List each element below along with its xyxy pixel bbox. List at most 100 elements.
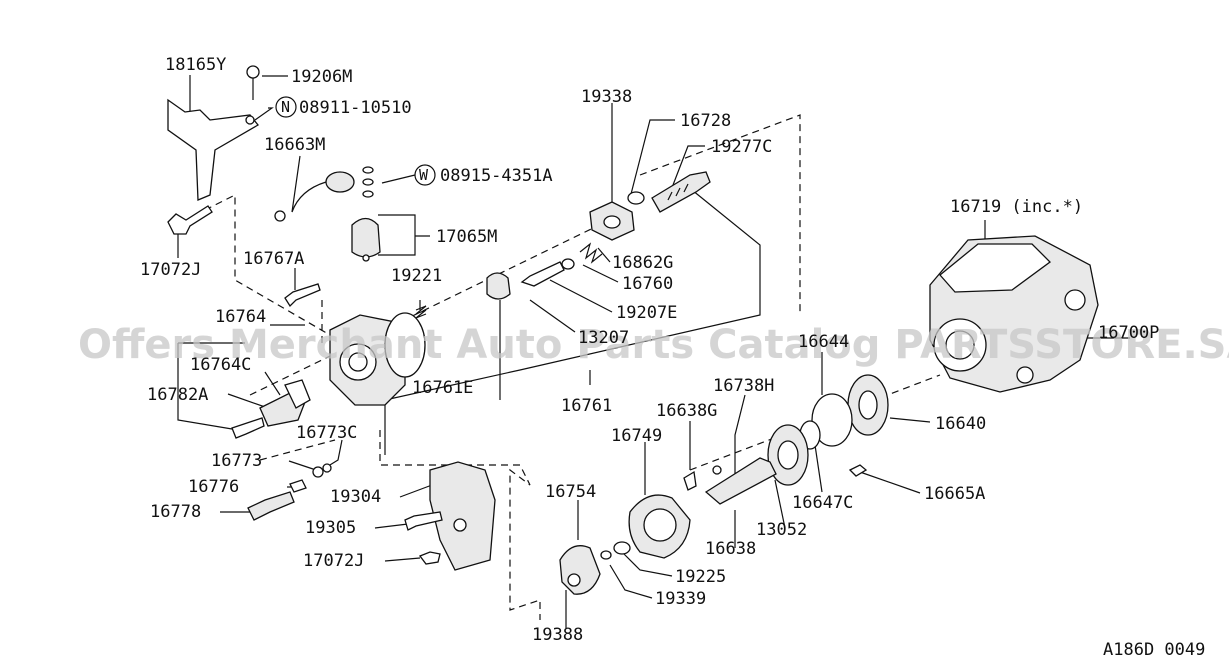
clip-16638G	[683, 470, 697, 491]
label-08915-prefix: W	[419, 166, 429, 184]
label-16728[interactable]: 16728	[680, 111, 731, 131]
label-19304[interactable]: 19304	[330, 487, 381, 507]
bolt-16767A	[284, 283, 321, 308]
label-08911-10510[interactable]: 08911-10510	[299, 98, 412, 118]
label-16764C[interactable]: 16764C	[190, 355, 251, 375]
sensor-16663M	[325, 171, 355, 193]
label-16754[interactable]: 16754	[545, 482, 596, 502]
washer-08915a	[362, 178, 374, 186]
injector-16778	[247, 491, 295, 521]
label-16862G[interactable]: 16862G	[612, 253, 673, 273]
pump-port	[1016, 366, 1034, 384]
label-19221[interactable]: 19221	[391, 266, 442, 286]
solenoid-tip	[362, 254, 370, 262]
axis-line-left	[249, 214, 621, 396]
plate-16644	[811, 393, 853, 447]
washer-08911	[362, 166, 374, 174]
sensor-connector	[274, 210, 286, 222]
housing-outline-right	[259, 114, 801, 461]
part-labels: 18165Y 19206M N 08911-10510 16663M W 089…	[140, 55, 1205, 660]
label-18165Y[interactable]: 18165Y	[165, 55, 226, 75]
pump-side-port	[1064, 289, 1086, 311]
plate-16754	[559, 545, 601, 595]
label-13052[interactable]: 13052	[756, 520, 807, 540]
label-16640[interactable]: 16640	[935, 414, 986, 434]
label-19339[interactable]: 19339	[655, 589, 706, 609]
watermark-text: Offers Merchant Auto Parts Catalog PARTS…	[78, 322, 1229, 368]
label-16644[interactable]: 16644	[798, 332, 849, 352]
label-16778[interactable]: 16778	[150, 502, 201, 522]
pump-front-bore-inner	[945, 330, 975, 360]
label-16767A[interactable]: 16767A	[243, 249, 304, 269]
label-16761E[interactable]: 16761E	[412, 378, 473, 398]
bushing-13207	[486, 272, 511, 300]
bracket-18165Y	[167, 98, 259, 201]
spring-19221	[415, 305, 427, 319]
shaft-ribs	[667, 183, 689, 201]
label-16719[interactable]: 16719 (inc.*)	[950, 197, 1083, 217]
bolt-19305	[404, 511, 443, 531]
ring-16728	[627, 191, 645, 205]
label-13207[interactable]: 13207	[578, 328, 629, 348]
label-19388[interactable]: 19388	[532, 625, 583, 645]
bolt-17072J-bottom	[418, 551, 441, 565]
label-16638G[interactable]: 16638G	[656, 401, 717, 421]
roller-19225	[613, 541, 631, 555]
key-16738H	[712, 465, 722, 475]
label-16782A[interactable]: 16782A	[147, 385, 208, 405]
shaft-16638	[704, 457, 777, 505]
label-16761[interactable]: 16761	[561, 396, 612, 416]
label-16665A[interactable]: 16665A	[924, 484, 985, 504]
housing-outline-left	[204, 194, 541, 620]
washer-16773	[312, 466, 324, 478]
flange-16640-bore	[858, 390, 878, 420]
screw-16665A	[848, 464, 868, 477]
label-16749[interactable]: 16749	[611, 426, 662, 446]
prefix-circle-w	[414, 164, 436, 186]
label-08911-prefix: N	[281, 98, 290, 116]
prefix-circle-n	[275, 96, 297, 118]
label-17065M[interactable]: 17065M	[436, 227, 497, 247]
label-17072J-bottom[interactable]: 17072J	[303, 551, 364, 571]
gasket-16761E	[384, 312, 426, 378]
pin-16776	[289, 479, 307, 493]
plunger-body	[284, 379, 311, 409]
label-19207E[interactable]: 19207E	[616, 303, 677, 323]
washer-16760	[561, 258, 575, 270]
label-08915-4351A[interactable]: 08915-4351A	[440, 166, 553, 186]
label-16776[interactable]: 16776	[188, 477, 239, 497]
label-19206M[interactable]: 19206M	[291, 67, 352, 87]
label-16773[interactable]: 16773	[211, 451, 262, 471]
label-16700P[interactable]: 16700P	[1098, 323, 1159, 343]
shaft-19277C	[651, 171, 711, 213]
diagram-code: A186D 0049	[1103, 640, 1205, 660]
washer-16773C	[322, 463, 332, 473]
label-16738H[interactable]: 16738H	[713, 376, 774, 396]
gear-13052-bore	[777, 440, 799, 470]
label-16638[interactable]: 16638	[705, 539, 756, 559]
label-17072J-top[interactable]: 17072J	[140, 260, 201, 280]
washer-08915b	[362, 190, 374, 198]
sensor-wire	[291, 181, 327, 213]
plate-hole	[453, 518, 467, 532]
bracket-bolt-hole	[245, 115, 255, 125]
label-19225[interactable]: 19225	[675, 567, 726, 587]
label-19305[interactable]: 19305	[305, 518, 356, 538]
pin-19339	[600, 550, 612, 560]
solenoid-17065M	[351, 217, 381, 258]
label-16773C[interactable]: 16773C	[296, 423, 357, 443]
label-16647C[interactable]: 16647C	[792, 493, 853, 513]
label-16663M[interactable]: 16663M	[264, 135, 325, 155]
spring-16862G	[579, 242, 603, 264]
label-19338[interactable]: 19338	[581, 87, 632, 107]
label-16760[interactable]: 16760	[622, 274, 673, 294]
bolt-16782A	[231, 417, 265, 439]
pin-19207E	[520, 261, 565, 287]
label-16764[interactable]: 16764	[215, 307, 266, 327]
label-19277C[interactable]: 19277C	[711, 137, 772, 157]
cover-bore-inner	[348, 352, 368, 372]
bolt-17072J-top	[167, 205, 213, 235]
flange-bore	[603, 215, 621, 229]
